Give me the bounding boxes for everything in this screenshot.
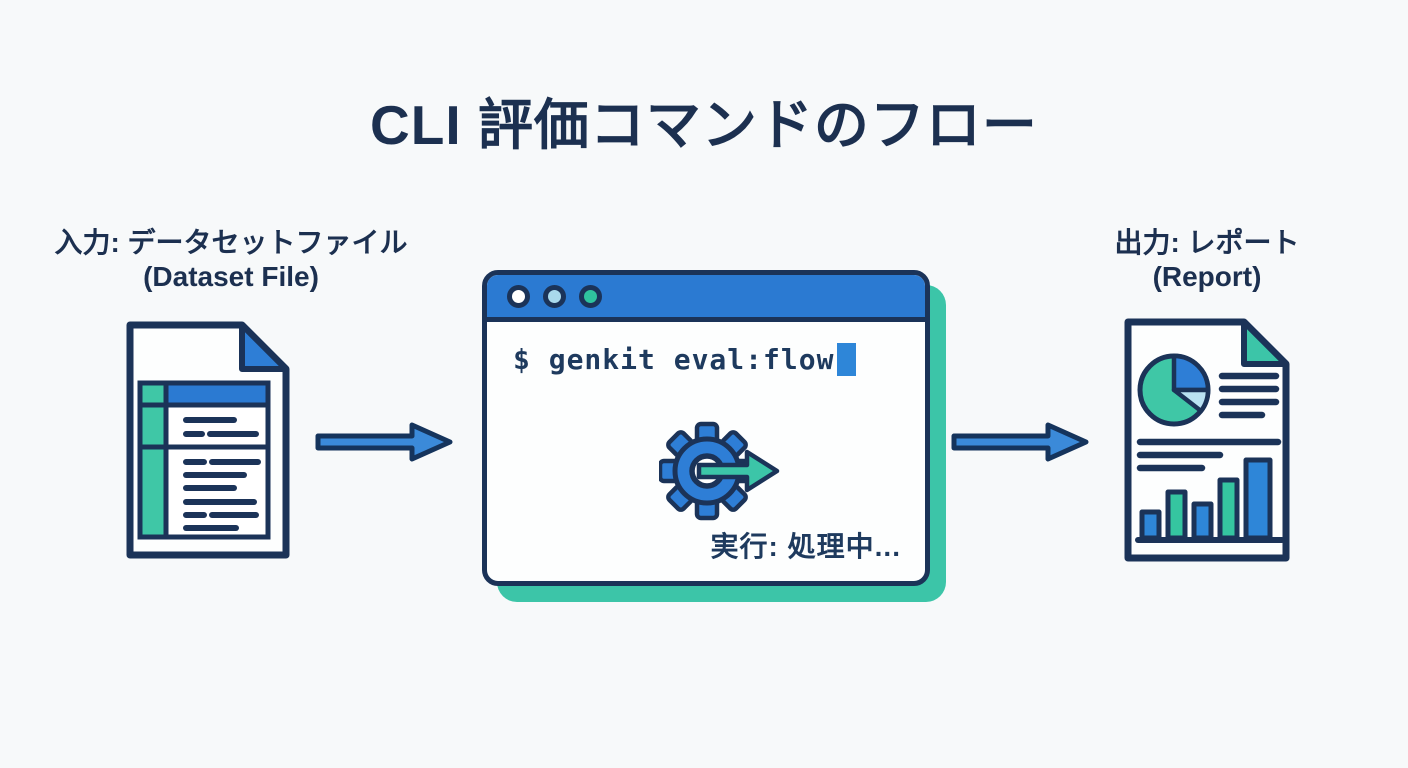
input-label-en: (Dataset File) <box>143 261 319 293</box>
report-svg <box>1124 318 1290 562</box>
dataset-file-icon <box>118 317 296 563</box>
right-arrow-icon <box>314 419 456 465</box>
right-arrow-icon <box>950 419 1092 465</box>
input-label: 入力: データセットファイル (Dataset File) <box>30 226 432 294</box>
window-dot-maximize-icon <box>579 284 602 308</box>
input-label-ja: 入力: データセットファイル <box>54 227 408 258</box>
terminal-titlebar <box>487 275 925 322</box>
output-label: 出力: レポート (Report) <box>1058 226 1356 294</box>
terminal-window: $ genkit eval:flow <box>482 270 930 586</box>
terminal-status: 実行: 処理中... <box>710 531 901 562</box>
command-line: $ genkit eval:flow <box>513 343 857 376</box>
report-icon <box>1116 314 1296 566</box>
window-dot-minimize-icon <box>543 284 566 308</box>
gear-arrow-icon <box>657 421 787 521</box>
output-label-en: (Report) <box>1152 261 1262 293</box>
command-text: $ genkit eval:flow <box>513 343 835 376</box>
dataset-file-svg <box>126 321 290 559</box>
page-title: CLI 評価コマンドのフロー <box>370 94 1038 156</box>
terminal-cursor <box>837 343 857 376</box>
output-label-ja: 出力: レポート <box>1114 227 1300 258</box>
window-dot-close-icon <box>507 284 530 308</box>
